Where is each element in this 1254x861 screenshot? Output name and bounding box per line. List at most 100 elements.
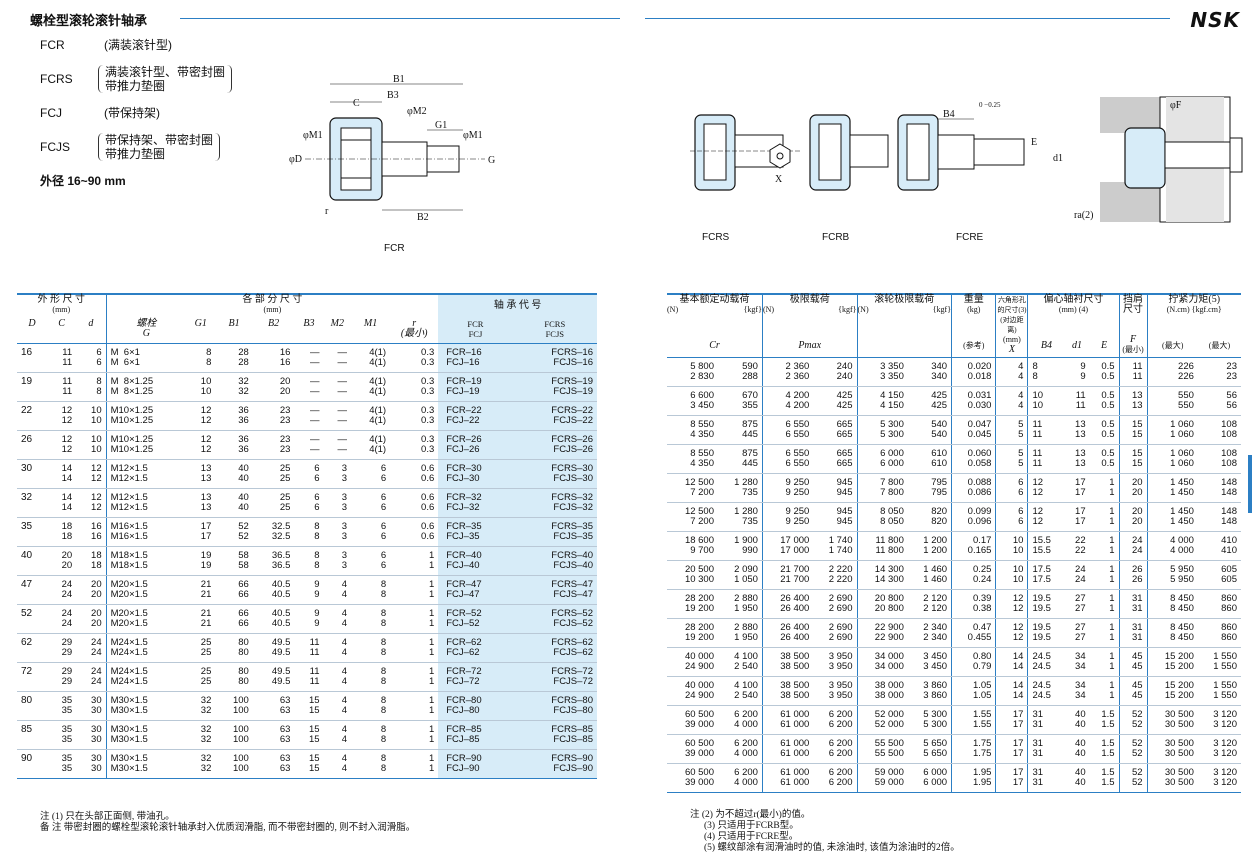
table-cell: FCR–16 FCJ–16 [438,343,513,373]
table-cell: 108 108 [1197,415,1241,445]
table-cell: 17 17 [1064,502,1090,532]
table-cell: 31 31 [1118,618,1148,648]
table-cell: 0.060 0.058 [951,444,996,474]
table-cell: 1.05 1.05 [951,676,996,706]
table-cell: FCRS–80 FCJS–80 [512,691,597,721]
table-cell: — — [323,343,352,373]
label-c: C [353,98,360,109]
table-cell: M16×1.5 M16×1.5 [105,517,187,547]
unit-torque: (N.cm) {kgf.cm} [1166,305,1222,314]
table-cell: 52 52 [1118,734,1148,764]
table-cell: 32 32 [186,749,216,779]
label-g: G [488,155,495,166]
table-cell: 20 20 [47,546,77,576]
label-b2: B2 [417,212,429,223]
table-cell: 6 6 [351,517,391,547]
table-cell: 25 25 [186,633,216,663]
label-f: φF [1170,100,1182,111]
table-cell: 1 1 [390,604,439,634]
table-cell: 18 600 9 700 [667,531,718,561]
table-cell: 8 050 8 050 [856,502,908,532]
table-cell: 52 52 [1118,763,1148,793]
table-cell: 8 550 4 350 [667,415,718,445]
table-cell: 17 17 [1064,473,1090,503]
table-cell: 61 000 61 000 [761,734,814,764]
table-cell: 670 355 [718,386,763,416]
table-cell: FCRS–35 FCJS–35 [512,517,597,547]
header-parts-mm: (mm) [263,305,282,314]
table-cell: 5 300 5 300 [907,705,952,735]
table-cell: 605 605 [1197,560,1241,590]
table-cell: 26 400 26 400 [761,618,814,648]
table-cell: FCR–35 FCJ–35 [438,517,513,547]
type-desc: 满装滚针型、带密封圈 带推力垫圈 [98,65,233,93]
table-cell: 17 17 [995,734,1028,764]
table-cell: 8 8 [76,372,107,402]
table-cell: 4 4 [323,749,352,779]
table-cell: 52 000 52 000 [856,705,908,735]
header-roller: 滚轮极限载荷(N){kgf} [856,293,952,335]
col-header: G1 [186,315,216,344]
table-cell: FCRS–40 FCJS–40 [512,546,597,576]
table-cell: 1 450 1 450 [1146,473,1198,503]
table-cell: 28 200 19 200 [667,618,718,648]
page-title: 螺栓型滚轮滚针轴承 [30,13,148,28]
table-cell: M 8×1.25 M 8×1.25 [105,372,187,402]
table-cell: FCR–32 FCJ–32 [438,488,513,518]
table-cell: 0.3 0.3 [390,343,439,373]
col-header: FCR FCJ [438,315,513,344]
table-cell: 40.5 40.5 [252,604,295,634]
table-cell: 1 1 [1089,531,1120,561]
table-cell: 32 [17,488,48,518]
table-cell: 26 26 [1118,560,1148,590]
table-cell: 11 800 11 800 [856,531,908,561]
table-cell: 80 [17,691,48,721]
table-cell: 11 11 [1064,386,1090,416]
table-cell: 9 250 9 250 [761,502,814,532]
table-cell: 0.47 0.455 [951,618,996,648]
table-cell: 1 740 1 740 [813,531,857,561]
table-cell: 15 15 [294,720,324,750]
table-cell: 1.5 1.5 [1089,705,1120,735]
table-cell: 1 900 990 [718,531,763,561]
table-cell: 13 13 [1118,386,1148,416]
table-cell: 9 9 [1064,357,1090,387]
table-cell: 24 24 [1118,531,1148,561]
table-cell: 8 8 [351,604,391,634]
table-cell: 20 20 [1118,502,1148,532]
max-label-2: (最大) [1197,335,1241,358]
table-cell: FCR–62 FCJ–62 [438,633,513,663]
table-cell: 24 24 [47,575,77,605]
table-cell: 13 13 [1064,415,1090,445]
table-cell: 47 [17,575,48,605]
table-cell: 22 22 [1064,531,1090,561]
table-cell: 0.5 0.5 [1089,386,1120,416]
table-cell: 21 21 [186,575,216,605]
label-e: E [1031,137,1037,148]
table-cell: 425 425 [907,386,952,416]
table-cell: 11 11 [47,343,77,373]
table-cell: 1 1 [390,749,439,779]
table-cell: 0.6 0.6 [390,488,439,518]
label-d1: d1 [1053,153,1063,164]
table-cell: 34 34 [1064,676,1090,706]
table-cell: 2 090 1 050 [718,560,763,590]
table-cell: 5 800 2 830 [667,357,718,387]
table-cell: 6 200 4 000 [718,734,763,764]
unit-kgf: {kgf} [743,305,762,314]
table-cell: 13 13 [1064,444,1090,474]
table-cell: — — [323,372,352,402]
table-cell: 30 30 [76,720,107,750]
table-cell: 28 200 19 200 [667,589,718,619]
table-cell: 0.39 0.38 [951,589,996,619]
table-cell: 8 450 8 450 [1146,589,1198,619]
table-cell: 63 63 [252,720,295,750]
table-cell: 12 12 [995,618,1028,648]
table-cell: 610 610 [907,444,952,474]
table-cell: 35 35 [47,720,77,750]
label-ra: ra(2) [1074,210,1093,221]
